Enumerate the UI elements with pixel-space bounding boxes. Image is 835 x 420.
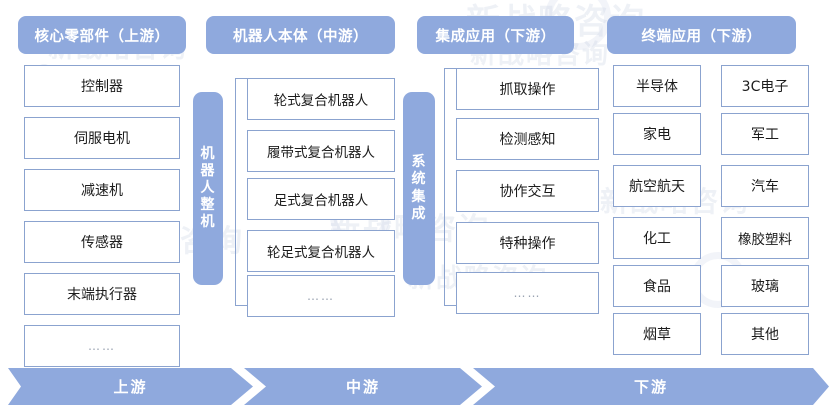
item-box-automobile[interactable]: 汽车: [721, 165, 809, 207]
flow-arrow-upstream: 上游: [8, 368, 253, 405]
item-box-rubber-plastic[interactable]: 橡胶塑料: [721, 217, 809, 259]
vbar-char: 机: [200, 214, 216, 231]
item-box-chemical[interactable]: 化工: [613, 217, 701, 259]
column-header-terminal-app: 终端应用（下游）: [607, 16, 796, 54]
column-header-integrated-app: 集成应用（下游）: [417, 16, 574, 54]
vbar-char: 机: [200, 145, 216, 162]
flow-arrow-midstream: 中游: [244, 368, 482, 405]
item-box-wheeled-composite-robot[interactable]: 轮式复合机器人: [247, 78, 395, 120]
vbar-char: 统: [411, 171, 427, 188]
grouping-bracket-integrated-application: [444, 68, 456, 306]
item-box-wheel-legged-composite-robot[interactable]: 轮足式复合机器人: [247, 230, 395, 272]
item-box-tobacco[interactable]: 烟草: [613, 313, 701, 355]
item-box-semiconductor[interactable]: 半导体: [613, 65, 701, 107]
item-box-military[interactable]: 军工: [721, 113, 809, 155]
item-box-food[interactable]: 食品: [613, 265, 701, 307]
column-header-robot-body: 机器人本体（中游）: [206, 16, 395, 54]
item-box-controller[interactable]: 控制器: [24, 65, 180, 107]
item-box-end-effector[interactable]: 末端执行器: [24, 273, 180, 315]
item-box-3c-electronics[interactable]: 3C电子: [721, 65, 809, 107]
item-box-more[interactable]: ……: [24, 325, 180, 367]
item-box-detection-perception[interactable]: 检测感知: [456, 118, 599, 160]
item-box-more[interactable]: ……: [247, 275, 395, 317]
item-box-legged-composite-robot[interactable]: 足式复合机器人: [247, 178, 395, 220]
vbar-char: 器: [200, 162, 216, 179]
vbar-char: 人: [200, 179, 216, 196]
item-box-other[interactable]: 其他: [721, 313, 809, 355]
grouping-bracket-robot-body: [235, 78, 247, 306]
item-box-more[interactable]: ……: [456, 272, 599, 314]
item-box-grasping-operation[interactable]: 抓取操作: [456, 68, 599, 110]
item-box-sensor[interactable]: 传感器: [24, 221, 180, 263]
vbar-char: 成: [411, 205, 427, 222]
item-box-aerospace[interactable]: 航空航天: [613, 165, 701, 207]
vbar-char: 集: [411, 188, 427, 205]
item-box-home-appliance[interactable]: 家电: [613, 113, 701, 155]
column-header-core-components: 核心零部件（上游）: [18, 16, 186, 54]
flow-arrow-downstream: 下游: [473, 368, 829, 405]
item-box-glass[interactable]: 玻璃: [721, 265, 809, 307]
item-box-special-operation[interactable]: 特种操作: [456, 222, 599, 264]
vbar-char: 系: [411, 154, 427, 171]
item-box-servo-motor[interactable]: 伺服电机: [24, 117, 180, 159]
item-box-tracked-composite-robot[interactable]: 履带式复合机器人: [247, 130, 395, 172]
item-box-reducer[interactable]: 减速机: [24, 169, 180, 211]
item-box-collaborative-interaction[interactable]: 协作交互: [456, 170, 599, 212]
vertical-bar-system-integration: 系 统 集 成: [403, 92, 435, 285]
vertical-bar-robot-whole-machine: 机 器 人 整 机: [193, 92, 223, 285]
vbar-char: 整: [200, 197, 216, 214]
